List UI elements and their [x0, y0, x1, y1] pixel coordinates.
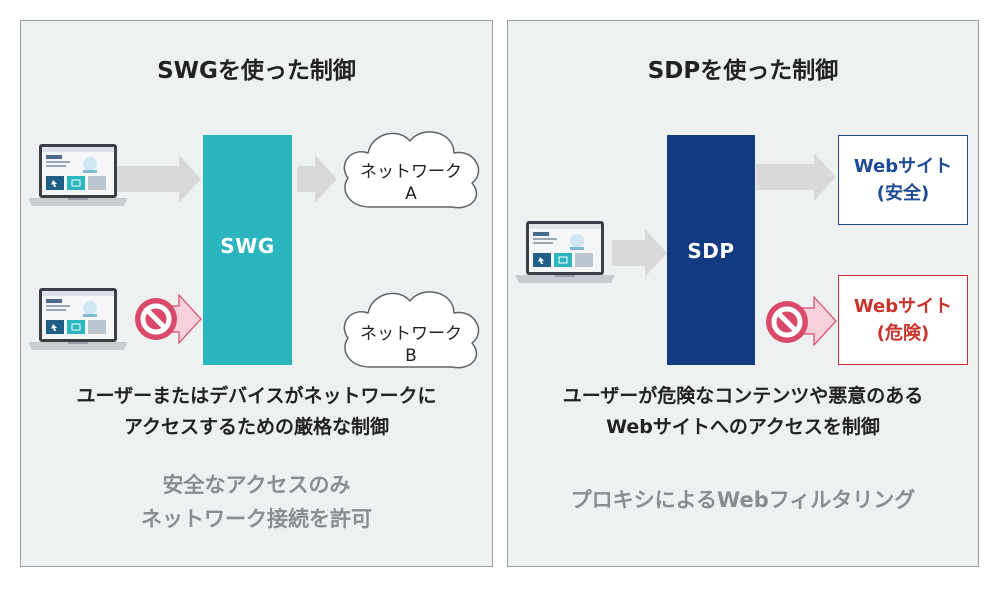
sdp-panel: SDPを使った制御 SDP Webサイト (安全) Webサイト (危険) ユー…	[507, 20, 979, 567]
network-b-label: ネットワーク	[336, 323, 486, 345]
dangerous-website-box: Webサイト (危険)	[838, 275, 968, 365]
network-b-letter: B	[336, 345, 486, 367]
subtitle-line: ネットワーク接続を許可	[21, 502, 492, 536]
sdp-label: SDP	[667, 239, 755, 263]
description-line: Webサイトへのアクセスを制御	[508, 412, 978, 443]
sdp-description: ユーザーが危険なコンテンツや悪意のある Webサイトへのアクセスを制御	[508, 381, 978, 443]
description-line: ユーザーまたはデバイスがネットワークに	[21, 381, 492, 412]
laptop-icon	[28, 143, 128, 207]
subtitle-line: 安全なアクセスのみ	[21, 468, 492, 502]
danger-site-status: (危険)	[839, 320, 967, 347]
description-line: アクセスするための厳格な制御	[21, 412, 492, 443]
network-a-label: ネットワーク	[336, 161, 486, 183]
sdp-perimeter: SDP	[667, 135, 755, 365]
panel-title: SDPを使った制御	[508, 51, 978, 85]
prohibited-icon	[133, 296, 179, 342]
safe-site-label: Webサイト	[839, 153, 967, 180]
network-a-cloud: ネットワーク A	[336, 121, 486, 213]
swg-gateway: SWG	[203, 135, 292, 365]
swg-label: SWG	[203, 234, 292, 258]
laptop-icon	[28, 287, 128, 351]
swg-subtitle: 安全なアクセスのみ ネットワーク接続を許可	[21, 468, 492, 536]
sdp-subtitle: プロキシによるWebフィルタリング	[508, 483, 978, 517]
danger-site-label: Webサイト	[839, 293, 967, 320]
network-a-letter: A	[336, 183, 486, 205]
swg-panel: SWGを使った制御 SWG ネットワーク A ネットワーク B ユーザーまたはデ…	[20, 20, 493, 567]
safe-site-status: (安全)	[839, 180, 967, 207]
laptop-icon	[515, 220, 615, 284]
network-b-cloud: ネットワーク B	[336, 281, 486, 373]
swg-description: ユーザーまたはデバイスがネットワークに アクセスするための厳格な制御	[21, 381, 492, 443]
description-line: ユーザーが危険なコンテンツや悪意のある	[508, 381, 978, 412]
safe-website-box: Webサイト (安全)	[838, 135, 968, 225]
panel-title: SWGを使った制御	[21, 51, 492, 85]
prohibited-icon	[764, 299, 810, 345]
